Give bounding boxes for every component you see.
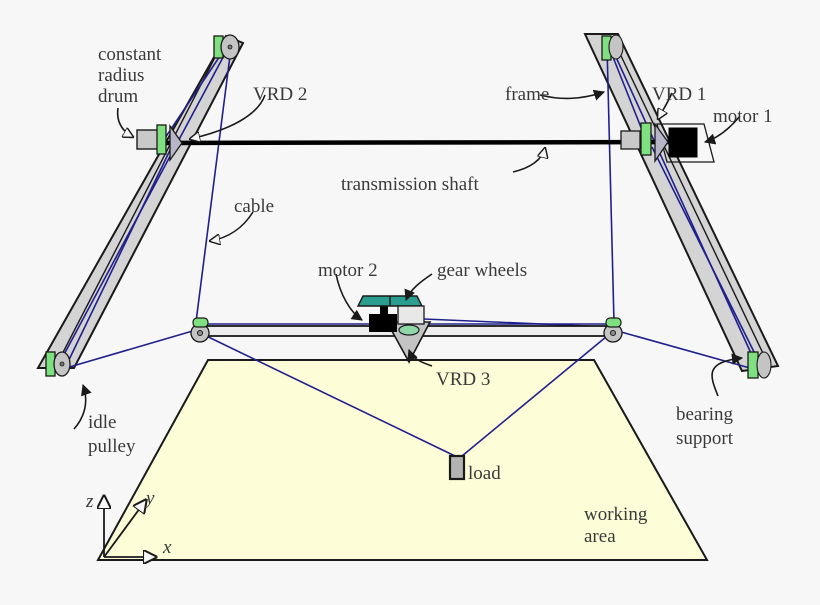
- leader-idle-pulley: [73, 383, 92, 430]
- leader-cable: [210, 211, 254, 241]
- label-axis-z: z: [85, 491, 94, 512]
- pulley-top-right: [601, 34, 624, 61]
- label-transmission-shaft: transmission shaft: [341, 174, 479, 195]
- leader-arrows: [73, 89, 744, 430]
- label-motor-1: motor 1: [713, 106, 773, 127]
- motor-2: [369, 302, 397, 332]
- leader-transmission-shaft: [512, 148, 545, 173]
- bearing-support-pulley: [747, 351, 772, 379]
- pulley-top-left: [213, 34, 240, 60]
- leader-vrd-3: [407, 348, 433, 367]
- label-bearing-support: bearing support: [676, 404, 734, 449]
- label-line: bearing: [676, 404, 733, 425]
- idle-pulley: [45, 351, 71, 377]
- working-area-polygon: [96, 359, 709, 561]
- vrd-1-assembly: [620, 121, 669, 164]
- load-block: [448, 454, 466, 481]
- transmission-shaft-line: [149, 139, 677, 146]
- leader-vrd-1: [658, 92, 673, 119]
- label-frame: frame: [505, 84, 549, 105]
- label-load: load: [468, 463, 501, 484]
- leader-motor-1: [703, 115, 741, 145]
- leader-gear-wheels: [404, 273, 433, 302]
- label-vrd-3: VRD 3: [436, 369, 490, 390]
- label-axis-x: x: [162, 537, 172, 558]
- label-line: idle: [88, 412, 117, 433]
- label-cable: cable: [234, 196, 274, 217]
- label-working-area: working area: [584, 504, 648, 547]
- label-constant-radius-drum: constant radius drum: [98, 44, 162, 107]
- motor-1: [668, 127, 698, 158]
- axis-y-line: [103, 500, 146, 558]
- label-line: pulley: [88, 436, 136, 457]
- label-vrd-1: VRD 1: [652, 84, 706, 105]
- label-line: working: [584, 504, 648, 525]
- label-line: constant: [98, 44, 162, 65]
- label-idle-pulley: idle pulley: [88, 412, 136, 457]
- label-line: area: [584, 526, 616, 547]
- label-vrd-2: VRD 2: [253, 84, 307, 105]
- label-axis-y: y: [144, 488, 155, 509]
- leader-frame: [539, 89, 606, 101]
- label-motor-2: motor 2: [318, 260, 378, 281]
- leader-vrd-2: [190, 94, 266, 139]
- leader-motor-2: [335, 273, 363, 321]
- leader-constant-radius-drum: [116, 107, 133, 137]
- label-line: drum: [98, 86, 138, 107]
- pulley-beam-right: [603, 317, 623, 343]
- coordinate-axes: [104, 496, 156, 557]
- vrd-2-assembly: [156, 123, 183, 163]
- pulley-beam-left: [190, 317, 210, 343]
- label-line: support: [676, 428, 734, 449]
- label-gear-wheels: gear wheels: [437, 260, 527, 281]
- leader-bearing-support: [711, 353, 744, 397]
- label-line: radius: [98, 65, 144, 86]
